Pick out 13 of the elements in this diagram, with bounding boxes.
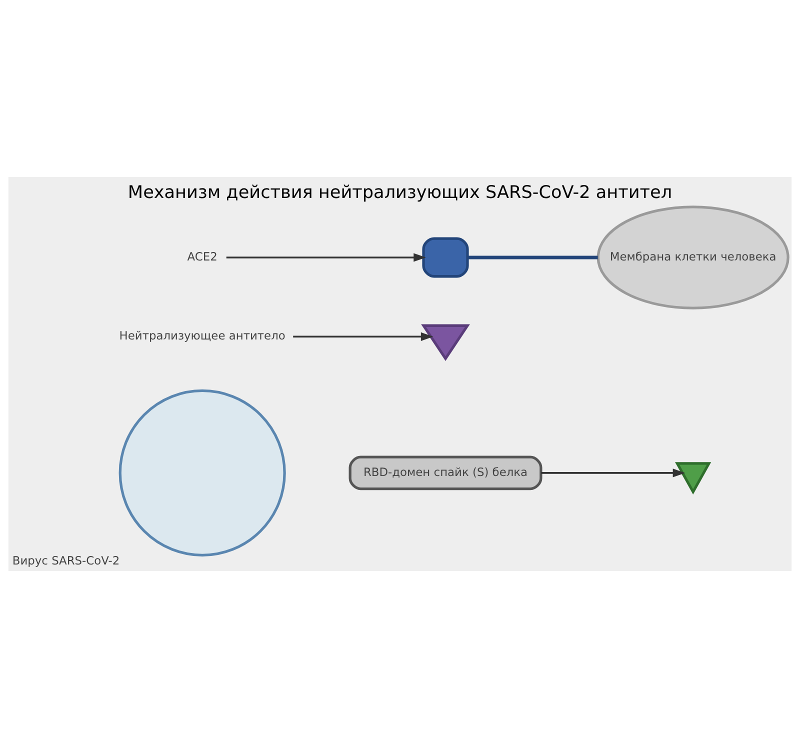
arrow — [293, 332, 434, 340]
node-text: ACE2 — [187, 248, 218, 263]
node-ellipse: Мембрана клетки человека — [596, 205, 790, 309]
diagram-title: Механизм действия нейтрализующих SARS-CoV-2 антител — [128, 182, 672, 203]
node-box — [422, 236, 469, 278]
node-box: RBD-домен спайк (S) белка — [348, 455, 542, 490]
node-circle — [118, 388, 286, 556]
node-text: Нейтрализующее антитело — [119, 328, 286, 342]
node-picture — [675, 462, 712, 494]
node-label: Вирус SARS-CoV-2 — [12, 552, 120, 567]
arrow — [226, 252, 426, 262]
connector — [468, 255, 598, 259]
arrow — [541, 468, 686, 477]
